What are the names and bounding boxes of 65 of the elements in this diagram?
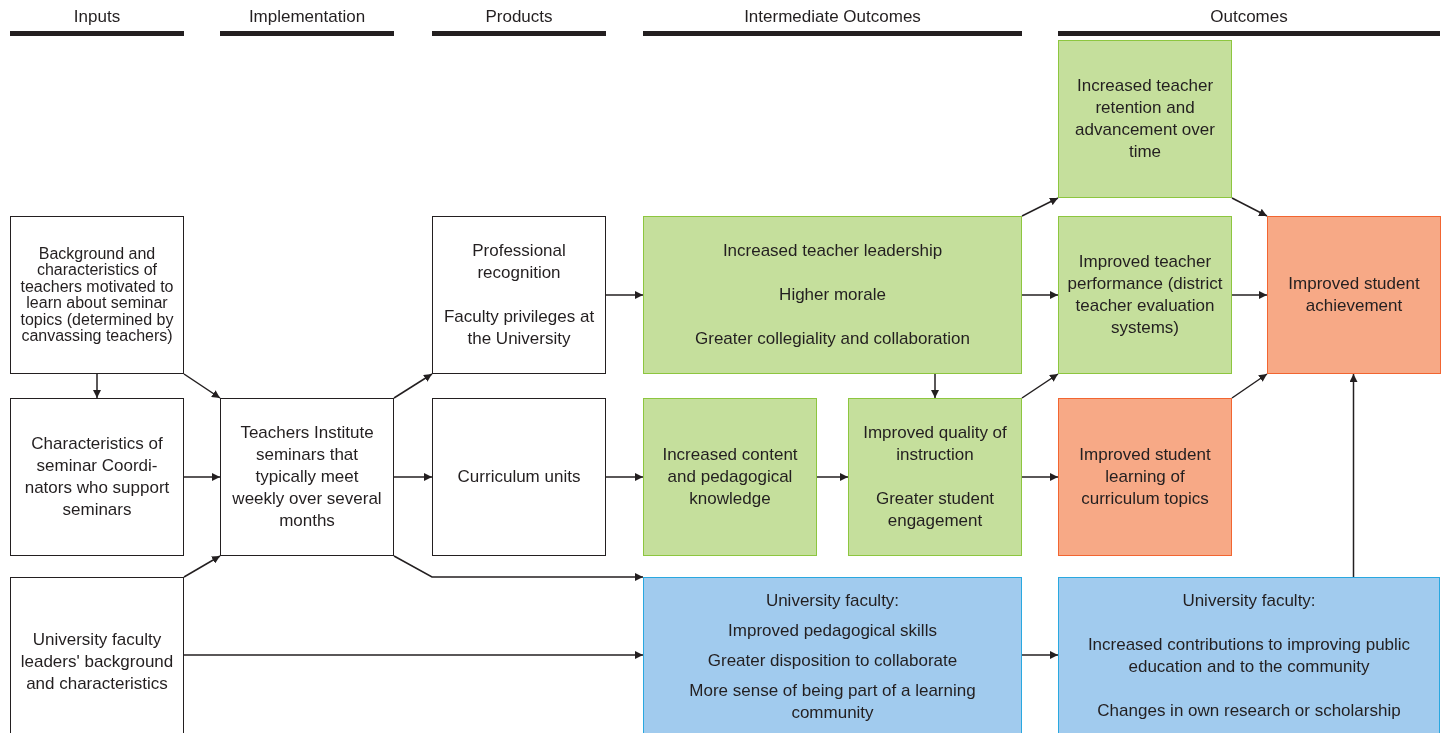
outcome-box [220, 398, 394, 556]
box-text: University faculty leaders' background and characteristics [19, 629, 175, 695]
box-text: Faculty privileges at the University [442, 306, 596, 350]
arrow [1021, 373, 1059, 399]
arrow [393, 373, 433, 399]
outcome-box [10, 398, 184, 556]
box-text: University faculty: [765, 590, 900, 612]
box-text: Increased content and pedagogical knowledge [661, 444, 799, 510]
arrow [183, 373, 221, 399]
column-heading: Intermediate Outcomes [643, 6, 1022, 36]
arrow [1021, 651, 1059, 659]
arrow [1231, 373, 1268, 399]
outcome-box [1058, 216, 1232, 374]
outcome-box [432, 216, 606, 374]
column-heading: Outcomes [1058, 6, 1440, 36]
box-text: Greater disposition to collaborate [707, 650, 958, 672]
outcome-box [1058, 40, 1232, 198]
box-text: Professional recognition [471, 240, 567, 284]
arrow [1021, 197, 1059, 217]
arrow [183, 555, 221, 578]
arrow [93, 373, 101, 399]
arrow [1231, 291, 1268, 299]
outcome-box [1267, 216, 1441, 374]
outcome-box [643, 577, 1022, 733]
arrow [1231, 197, 1268, 217]
box-text: Curriculum units [457, 466, 581, 488]
arrow [605, 291, 644, 299]
box-text: Greater student engagement [874, 488, 996, 532]
box-text: Improved quality of instruction [862, 422, 1008, 466]
box-text: Improved teacher performance (district teacher evaluation systems) [1067, 251, 1223, 339]
arrow [183, 473, 221, 481]
arrow [816, 473, 849, 481]
box-text: Increased teacher retention and advancement over time [1074, 75, 1216, 163]
arrow [1021, 291, 1059, 299]
box-text: Increased teacher leadership [722, 240, 943, 262]
arrow [1349, 373, 1358, 578]
arrow [1021, 473, 1059, 481]
outcome-box [848, 398, 1022, 556]
column-heading: Implementation [220, 6, 394, 36]
outcome-box [1058, 577, 1440, 733]
box-text: Improved student achievement [1287, 273, 1421, 317]
outcome-box [1058, 398, 1232, 556]
arrow [183, 651, 644, 659]
outcome-box [643, 216, 1022, 374]
box-text: Characteristics of seminar Coordi- nators who support seminars [23, 433, 171, 521]
box-text: University faculty: [1182, 590, 1316, 612]
arrow [931, 373, 939, 399]
box-text: Greater collegiality and collaboration [695, 328, 970, 350]
arrow [605, 473, 644, 481]
box-text: Background and characteristics of teachers motivated to learn about seminar topics (determined by canvassing teachers) [19, 245, 175, 345]
box-text: Teachers Institute seminars that typically meet weekly over several months [231, 422, 383, 532]
outcome-box [432, 398, 606, 556]
box-text: Higher morale [779, 284, 886, 306]
box-text: More sense of being part of a learning community [688, 680, 977, 724]
outcome-box [10, 577, 184, 733]
outcome-box [643, 398, 817, 556]
box-text: Changes in own research or scholarship [1097, 700, 1401, 722]
column-heading: Products [432, 6, 606, 36]
arrow [393, 555, 644, 581]
outcome-box [10, 216, 184, 374]
column-heading: Inputs [10, 6, 184, 36]
box-text: Increased contributions to improving public education and to the community [1086, 634, 1412, 678]
arrow [393, 473, 433, 481]
box-text: Improved pedagogical skills [728, 620, 937, 642]
box-text: Improved student learning of curriculum topics [1078, 444, 1212, 510]
